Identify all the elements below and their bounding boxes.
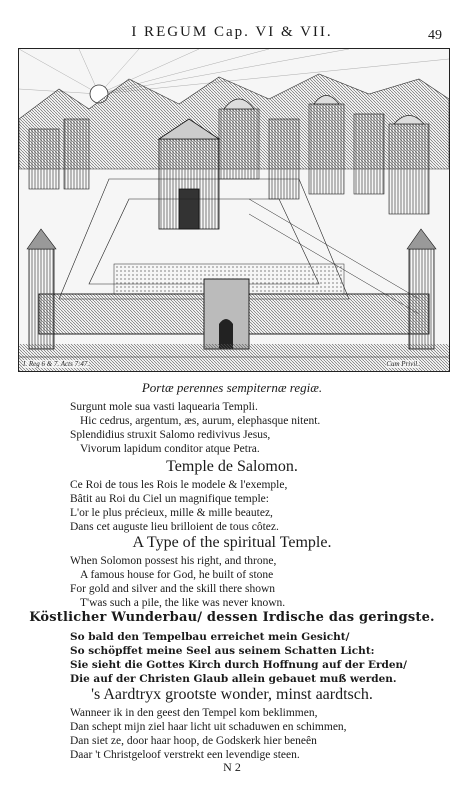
page-header: I REGUM Cap. VI & VII. 49 (0, 20, 464, 46)
german-line: So schöpffet meine Seel aus seinem Schat… (70, 645, 375, 657)
german-line: Sie sieht die Gottes Kirch durch Hoffnun… (70, 659, 408, 671)
signature-mark: N 2 (223, 760, 241, 774)
latin-motto: Portæ perennes sempiternæ regiæ. (141, 380, 323, 395)
latin-line: Vivorum lapidum conditor atque Petra. (80, 443, 260, 455)
running-head: I REGUM Cap. VI & VII. (131, 24, 333, 40)
english-line: For gold and silver and the skill there … (70, 583, 276, 595)
english-line: When Solomon possest his right, and thro… (70, 555, 277, 567)
latin-line: Splendidius struxit Salomo redivivus Jes… (70, 429, 271, 441)
dutch-line: Dan siet ze, door haar hoop, de Godskerk… (70, 735, 317, 747)
english-verse: When Solomon possest his right, and thro… (70, 554, 285, 610)
german-verse: So bald den Tempelbau erreichet mein Ges… (70, 630, 407, 686)
french-line: Ce Roi de tous les Rois le modele & l'ex… (70, 479, 288, 491)
german-line: Die auf der Christen Glaub allein gebaue… (70, 673, 397, 685)
german-line: So bald den Tempelbau erreichet mein Ges… (70, 631, 350, 643)
french-line: Dans cet auguste lieu brilloient de tous… (70, 521, 279, 533)
english-line: T'was such a pile, the like was never kn… (80, 597, 286, 609)
temple-engraving: I. Reg 6 & 7. Acts 7:47. Cum Privil. (18, 48, 450, 372)
french-title: Temple de Salomon. (166, 458, 298, 475)
plate-inscription-left: I. Reg 6 & 7. Acts 7:47. (23, 360, 90, 368)
page-number: 49 (428, 28, 442, 43)
dutch-title: 's Aardtryx grootste wonder, minst aardt… (91, 686, 373, 703)
plate-inscription-right: Cum Privil. (386, 360, 419, 368)
english-title: A Type of the spiritual Temple. (132, 534, 332, 551)
dutch-line: Dan schept mijn ziel haar licht uit scha… (70, 721, 347, 733)
english-line: A famous house for God, he built of ston… (80, 569, 274, 581)
french-verse: Ce Roi de tous les Rois le modele & l'ex… (70, 478, 287, 534)
french-line: L'or le plus précieux, mille & mille bea… (70, 507, 273, 519)
german-title: Köstlicher Wunderbau/ dessen Irdische da… (29, 610, 435, 625)
dutch-line: Daar 't Christgeloof verstrekt een leven… (70, 749, 300, 761)
dutch-line: Wanneer ik in den geest den Tempel kom b… (70, 707, 318, 719)
latin-line: Hic cedrus, argentum, æs, aurum, elephas… (80, 415, 321, 427)
french-line: Bâtit au Roi du Ciel un magnifique templ… (70, 493, 269, 505)
latin-line: Surgunt mole sua vasti laquearia Templi. (70, 401, 258, 413)
dutch-verse: Wanneer ik in den geest den Tempel kom b… (70, 706, 347, 762)
latin-verse: Surgunt mole sua vasti laquearia Templi.… (70, 400, 320, 456)
